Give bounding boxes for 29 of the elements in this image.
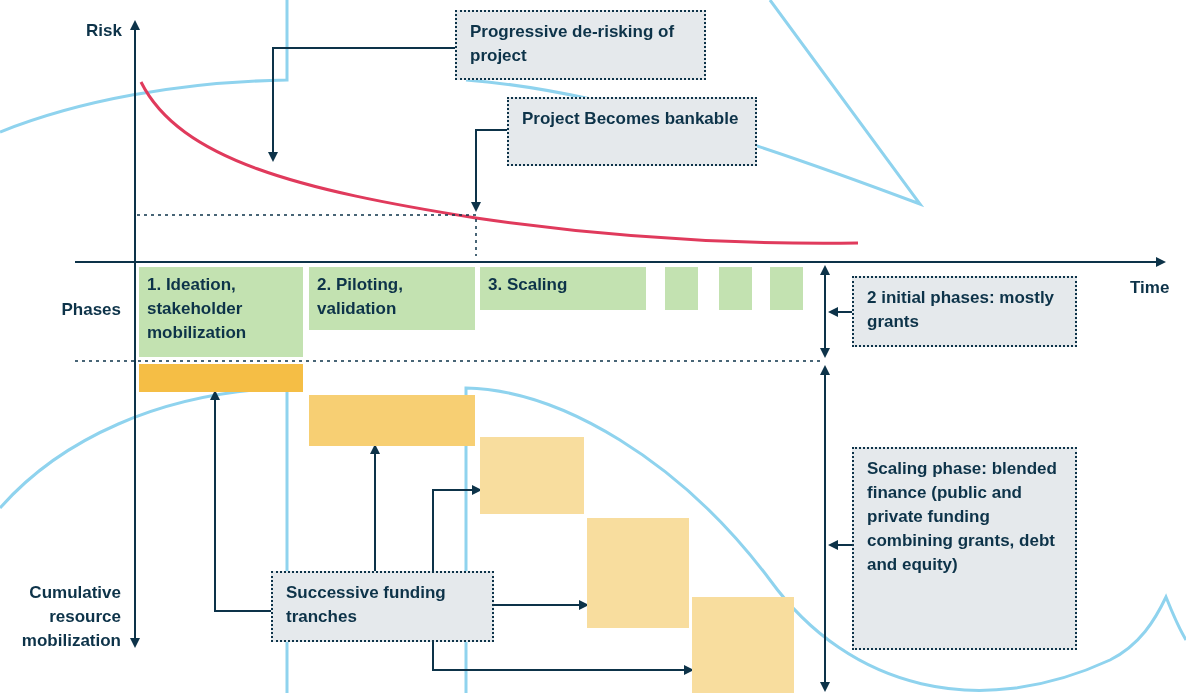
phase-box: 1. Ideation, stakeholder mobilization: [139, 267, 303, 357]
phase-box: 2. Piloting, validation: [309, 267, 475, 330]
funding-block: [480, 437, 584, 514]
axis-label: Cumulative resource mobilization: [20, 582, 121, 652]
funding-block: [692, 597, 794, 693]
arrow: [370, 444, 380, 572]
arrow: [210, 390, 272, 612]
funding-block: [587, 518, 689, 628]
axis-label: Risk: [85, 20, 122, 42]
axis-label: Phases: [60, 299, 121, 321]
arrow: [828, 540, 853, 550]
arrow: [268, 47, 456, 162]
phase-box: 3. Scaling: [480, 267, 646, 310]
arrow: [432, 485, 482, 572]
phase-box: [719, 267, 752, 310]
callout-box: 2 initial phases: mostly grants: [852, 276, 1077, 347]
funding-bar: [139, 364, 303, 392]
callout-box: Progressive de-risking of project: [455, 10, 706, 80]
arrow: [471, 129, 508, 212]
callout-box: Project Becomes bankable: [507, 97, 757, 166]
phase-box: [665, 267, 698, 310]
funding-bar: [309, 395, 475, 446]
arrow: [432, 641, 694, 675]
arrow: [493, 600, 589, 610]
axis-label: Time: [1130, 277, 1170, 299]
callout-box: Successive funding tranches: [271, 571, 494, 642]
phase-box: [770, 267, 803, 310]
arrow: [828, 307, 853, 317]
callout-box: Scaling phase: blended finance (public and private funding combining grants, debt and equity): [852, 447, 1077, 650]
